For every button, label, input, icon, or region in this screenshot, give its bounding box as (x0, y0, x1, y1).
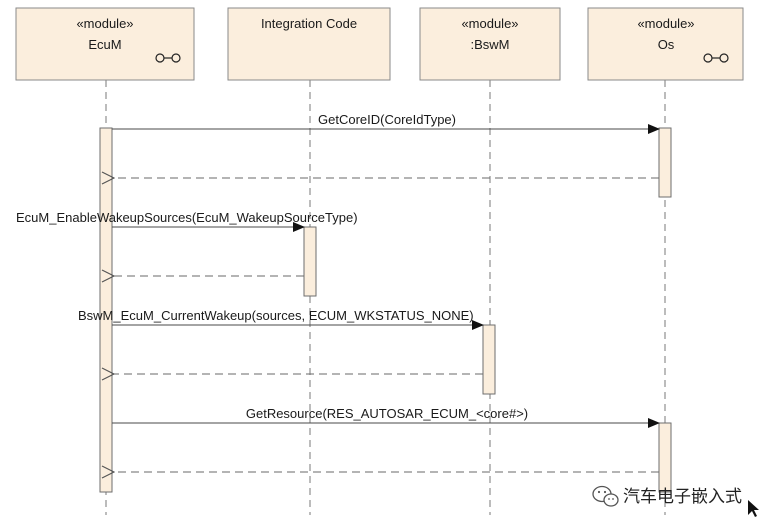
lifeline-os[interactable]: «module» Os (587, 7, 744, 81)
lifeline-stereotype: «module» (76, 16, 133, 31)
component-link-icon (703, 53, 729, 63)
message-call[interactable]: EcuM_EnableWakeupSources(EcuM_WakeupSour… (16, 210, 358, 232)
lifeline-name: Integration Code (261, 16, 357, 31)
lifeline-name: Os (658, 37, 675, 52)
activation-bar-os (658, 127, 672, 198)
component-link-icon (155, 53, 181, 63)
lifeline-box (419, 7, 561, 81)
activation-bar-os (658, 422, 672, 493)
activation-bar-ecum (99, 127, 113, 493)
message-label: GetResource(RES_AUTOSAR_ECUM_<core#>) (246, 406, 528, 421)
message-call[interactable]: GetCoreID(CoreIdType) (112, 112, 660, 134)
cursor-icon (748, 500, 759, 517)
watermark: 汽车电子嵌入式 (592, 485, 759, 517)
lifeline-stereotype: «module» (637, 16, 694, 31)
message-label: EcuM_EnableWakeupSources(EcuM_WakeupSour… (16, 210, 358, 225)
wechat-icon (592, 485, 619, 507)
lifeline-name: :BswM (471, 37, 510, 52)
lifeline-integration-code[interactable]: Integration Code (227, 7, 391, 81)
lifeline-box (15, 7, 195, 81)
watermark-text: 汽车电子嵌入式 (623, 487, 742, 507)
activation-bar-bswm (482, 324, 496, 395)
message-call[interactable]: BswM_EcuM_CurrentWakeup(sources, ECUM_WK… (78, 308, 484, 330)
message-label: GetCoreID(CoreIdType) (318, 112, 456, 127)
lifeline-ecum[interactable]: «module» EcuM (15, 7, 195, 81)
lifeline-box (227, 7, 391, 81)
lifeline-name: EcuM (88, 37, 121, 52)
message-label: BswM_EcuM_CurrentWakeup(sources, ECUM_WK… (78, 308, 474, 323)
lifeline-bswm[interactable]: «module» :BswM (419, 7, 561, 81)
lifeline-box (587, 7, 744, 81)
message-call[interactable]: GetResource(RES_AUTOSAR_ECUM_<core#>) (112, 406, 660, 428)
activation-bar-integration (303, 226, 317, 297)
lifeline-stereotype: «module» (461, 16, 518, 31)
